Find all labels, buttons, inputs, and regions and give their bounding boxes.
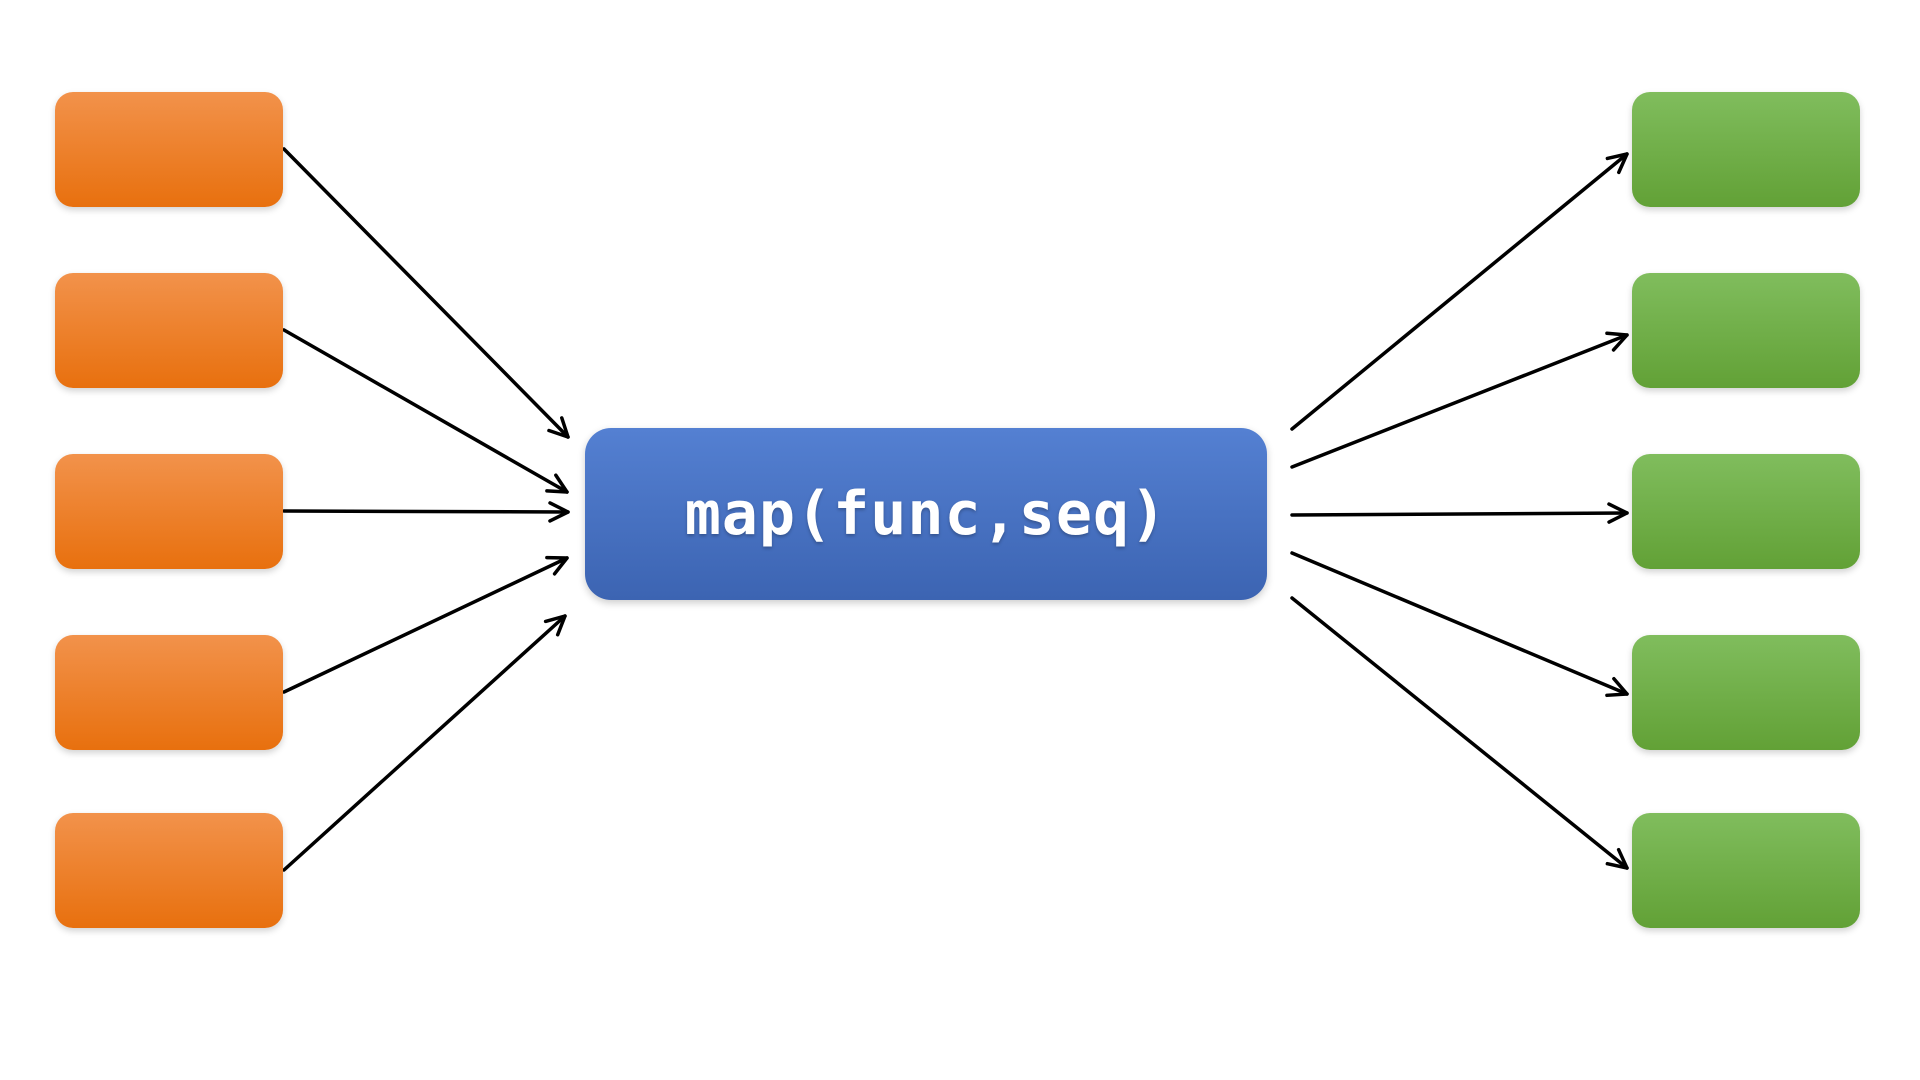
input-arrow-3: [282, 501, 570, 523]
map-function-label: map(func,seq): [684, 479, 1168, 549]
input-box-5: [55, 813, 283, 928]
input-box-4: [55, 635, 283, 750]
input-arrow-4: [282, 555, 569, 694]
output-arrow-2: [1290, 331, 1629, 469]
output-box-2: [1632, 273, 1860, 388]
input-arrow-2: [282, 328, 569, 494]
input-box-2: [55, 273, 283, 388]
map-function-node: map(func,seq): [585, 428, 1267, 600]
output-box-5: [1632, 813, 1860, 928]
output-arrow-5: [1290, 596, 1629, 870]
output-arrow-3: [1290, 502, 1629, 524]
input-box-3: [55, 454, 283, 569]
input-arrow-5: [282, 614, 567, 872]
output-box-4: [1632, 635, 1860, 750]
output-arrow-1: [1290, 152, 1629, 431]
output-arrow-4: [1290, 551, 1629, 698]
input-arrow-1: [282, 147, 570, 439]
input-box-1: [55, 92, 283, 207]
output-box-1: [1632, 92, 1860, 207]
output-box-3: [1632, 454, 1860, 569]
